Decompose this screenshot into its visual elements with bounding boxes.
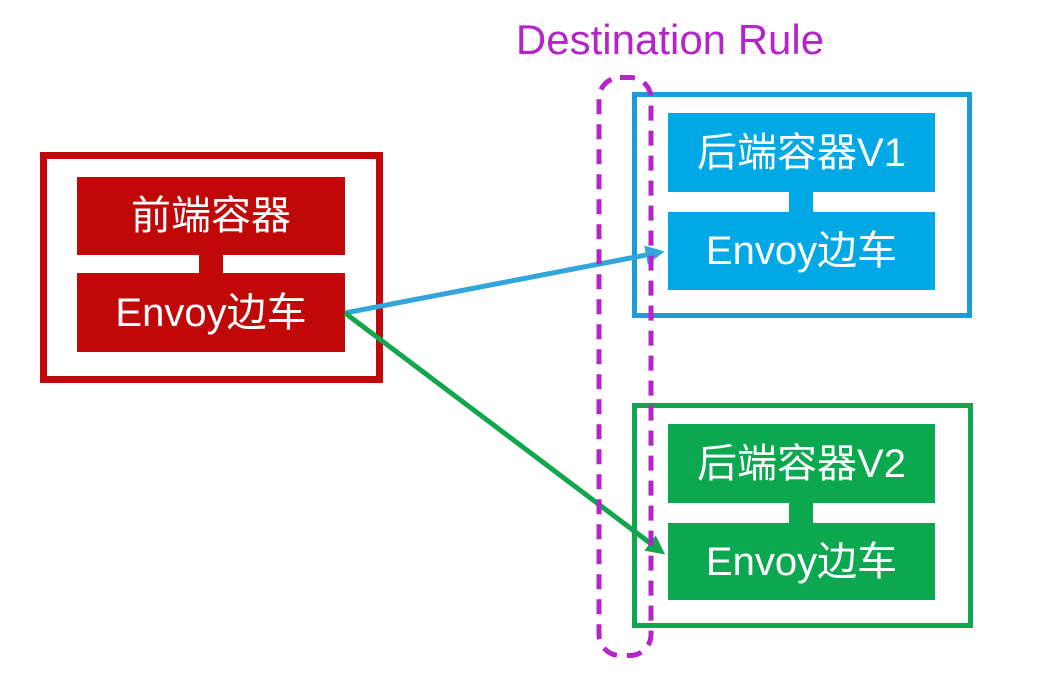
backend-v1-connector <box>789 190 813 214</box>
backend-v2-connector <box>789 501 813 525</box>
frontend-container-label: 前端容器 <box>131 194 291 238</box>
backend-v2-container-box: 后端容器V2 <box>668 424 935 503</box>
traffic-arrow-to-v1 <box>344 245 665 316</box>
frontend-envoy-sidecar-label: Envoy边车 <box>115 290 307 335</box>
destination-rule-title: Destination Rule <box>515 16 825 63</box>
backend-v2-envoy-sidecar-box: Envoy边车 <box>668 523 935 600</box>
backend-v2-envoy-sidecar-label: Envoy边车 <box>705 539 898 584</box>
traffic-arrow-to-v2 <box>343 311 666 555</box>
backend-v1-envoy-sidecar-box: Envoy边车 <box>668 212 935 290</box>
backend-v1-envoy-sidecar-label: Envoy边车 <box>705 229 898 273</box>
backend-v1-container-box: 后端容器V1 <box>668 113 935 192</box>
frontend-envoy-sidecar-box: Envoy边车 <box>77 273 345 352</box>
frontend-connector <box>199 253 223 275</box>
backend-v1-container-label: 后端容器V1 <box>697 130 906 175</box>
backend-v2-container-label: 后端容器V2 <box>697 441 906 486</box>
frontend-container-box: 前端容器 <box>77 177 345 255</box>
